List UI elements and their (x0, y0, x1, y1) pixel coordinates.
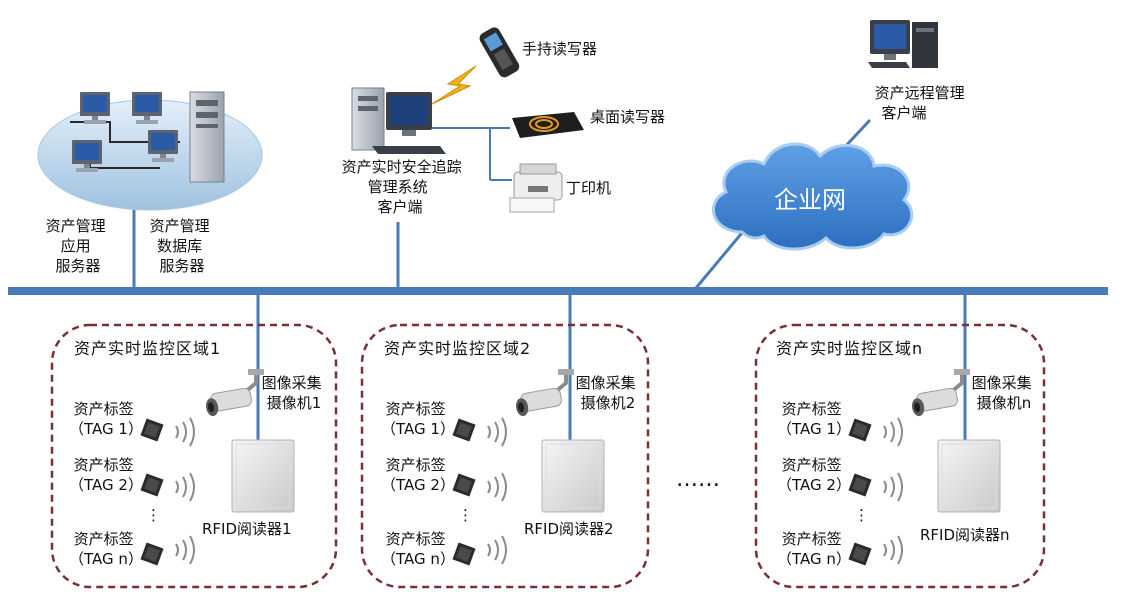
remote-client-pc-icon (868, 20, 938, 68)
camera-icon (202, 367, 266, 420)
zone-border (754, 323, 1046, 589)
zone-title: 资产实时监控区域n (776, 339, 923, 358)
handheld-reader-icon (479, 27, 520, 78)
tag-label-2: 资产标签 （TAG 2） (381, 456, 455, 494)
rfid-reader-icon (541, 439, 605, 513)
zone-border (50, 323, 338, 589)
zone-border (360, 323, 650, 589)
remote-client-label: 资产远程管理 客户端 (875, 84, 970, 122)
tag-icon (848, 542, 872, 566)
signal-waves-icon (487, 535, 507, 565)
signal-waves-icon (175, 417, 195, 447)
camera-icon (908, 367, 972, 420)
printer-icon (509, 163, 563, 213)
server-cluster (37, 91, 263, 211)
server-tower-icon (189, 91, 225, 183)
tag-label-1: 资产标签 （TAG 1） (777, 400, 851, 438)
rfid-reader-label: RFID阅读器1 (202, 520, 292, 538)
link-cloud (694, 227, 748, 289)
rfid-reader-label: RFID阅读器2 (524, 520, 614, 538)
zone-title: 资产实时监控区域1 (74, 339, 221, 358)
tracking-client-pc-icon (351, 87, 446, 154)
tag-icon (140, 473, 164, 497)
signal-waves-icon (175, 535, 195, 565)
tag-dots: ⋮ (146, 506, 161, 524)
monitoring-zone-n: 资产实时监控区域n 图像采集 摄像机n RFID阅读器n 资产标签 （TAG 1… (754, 323, 1046, 589)
signal-waves-icon (883, 417, 903, 447)
printer-label: 丁印机 (566, 179, 611, 197)
handheld-reader-label: 手持读写器 (522, 40, 597, 58)
signal-waves-icon (487, 472, 507, 502)
tag-label-2: 资产标签 （TAG 2） (777, 456, 851, 494)
tag-dots: ⋮ (854, 506, 869, 524)
camera-icon (512, 367, 576, 420)
desktop-reader-icon (512, 112, 584, 138)
wireless-bolt-icon (431, 65, 477, 105)
zone-title: 资产实时监控区域2 (384, 339, 531, 358)
tag-label-1: 资产标签 （TAG 1） (69, 400, 143, 438)
tag-icon (140, 542, 164, 566)
enterprise-network-cloud: 企业网 (711, 142, 914, 251)
tag-icon (452, 542, 476, 566)
network-bus (8, 287, 1108, 295)
cloud-label: 企业网 (774, 186, 846, 214)
tag-icon (452, 473, 476, 497)
signal-waves-icon (175, 472, 195, 502)
monitoring-zone-2: 资产实时监控区域2 图像采集 摄像机2 RFID阅读器2 资产标签 （TAG 1… (360, 323, 650, 589)
tag-icon (848, 418, 872, 442)
tag-label-1: 资产标签 （TAG 1） (381, 400, 455, 438)
tag-icon (140, 418, 164, 442)
camera-label: 图像采集 摄像机1 (262, 374, 327, 412)
tag-dots: ⋮ (458, 506, 473, 524)
tag-label-2: 资产标签 （TAG 2） (69, 456, 143, 494)
rfid-reader-icon (231, 439, 295, 513)
tag-label-n: 资产标签 （TAG n） (69, 530, 143, 568)
rfid-reader-icon (937, 439, 1001, 513)
tag-label-n: 资产标签 （TAG n） (381, 530, 455, 568)
rfid-reader-label: RFID阅读器n (920, 526, 1010, 544)
tag-icon (452, 418, 476, 442)
signal-waves-icon (883, 535, 903, 565)
camera-label: 图像采集 摄像机2 (576, 374, 641, 412)
app-server-label: 资产管理 应用 服务器 (46, 217, 111, 275)
tracking-client-label: 资产实时安全追踪 管理系统 客户端 (342, 158, 467, 216)
tag-icon (848, 473, 872, 497)
monitoring-zone-1: 资产实时监控区域1 图像采集 摄像机1 RFID阅读器1 资产标签 （TAG 1… (50, 323, 338, 589)
signal-waves-icon (487, 417, 507, 447)
tag-label-n: 资产标签 （TAG n） (777, 530, 851, 568)
db-server-label: 资产管理 数据库 服务器 (150, 217, 215, 275)
signal-waves-icon (883, 472, 903, 502)
desktop-reader-label: 桌面读写器 (590, 108, 665, 126)
zone-ellipsis: …… (676, 467, 720, 492)
camera-label: 图像采集 摄像机n (972, 374, 1037, 412)
